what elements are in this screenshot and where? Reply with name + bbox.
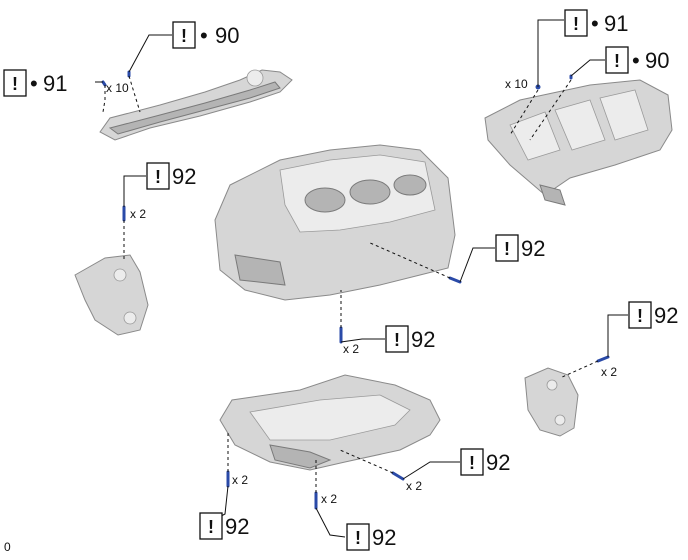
svg-text:90: 90 (645, 48, 669, 73)
svg-text:!: ! (504, 239, 510, 259)
qty-pan-left: x 2 (232, 473, 248, 487)
callout-92-left-bracket: ! 92 (146, 162, 196, 190)
callout-91-front-cover: ! • 91 (3, 69, 67, 97)
qty-block-bottom: x 2 (343, 342, 359, 356)
leader-lines (95, 19, 628, 538)
svg-text:92: 92 (411, 327, 435, 352)
front-cover-plate (99, 69, 293, 141)
svg-text:92: 92 (654, 303, 678, 328)
qty-front-cover: x 10 (106, 81, 129, 95)
crankcase-stiffener (484, 79, 673, 206)
bolt-block-side (448, 276, 462, 284)
svg-text:!: ! (181, 26, 187, 46)
svg-text:92: 92 (172, 164, 196, 189)
svg-text:•: • (200, 23, 208, 48)
bolts (101, 70, 610, 510)
svg-text:!: ! (469, 453, 475, 473)
callout-92-pan-right: ! 92 (460, 448, 510, 476)
svg-text:!: ! (12, 74, 18, 94)
callout-90-front-cover: ! • 90 (172, 21, 239, 49)
svg-text:•: • (591, 11, 599, 36)
installation-paths (102, 75, 599, 493)
qty-pan-mid: x 2 (321, 492, 337, 506)
qty-pan-right: x 2 (406, 479, 422, 493)
svg-text:91: 91 (604, 11, 628, 36)
svg-text:!: ! (573, 14, 579, 34)
bolt-pan-right (391, 471, 405, 481)
svg-text:!: ! (355, 528, 361, 548)
callout-92-block-bottom: ! 92 (385, 325, 435, 353)
svg-text:91: 91 (43, 71, 67, 96)
callout-92-block-side: ! 92 (495, 234, 545, 262)
svg-text:!: ! (637, 306, 643, 326)
callout-92-pan-left: ! 92 (199, 512, 249, 540)
qty-right-bracket: x 2 (601, 365, 617, 379)
svg-text:92: 92 (372, 525, 396, 550)
svg-text:92: 92 (521, 236, 545, 261)
svg-text:90: 90 (215, 23, 239, 48)
svg-text:!: ! (394, 330, 400, 350)
svg-text:•: • (30, 71, 38, 96)
svg-text:92: 92 (225, 514, 249, 539)
svg-text:92: 92 (486, 450, 510, 475)
callout-92-right-bracket: ! 92 (628, 301, 678, 329)
oil-pan (219, 374, 441, 471)
quantity-labels: x 10 x 10 x 2 x 2 x 2 x 2 x 2 x 2 (106, 77, 617, 506)
bolt-front-cover (101, 80, 107, 87)
right-bracket (524, 367, 579, 437)
cylinder-block (214, 144, 456, 301)
svg-text:•: • (632, 48, 640, 73)
svg-text:!: ! (155, 167, 161, 187)
callout-92-pan-mid: ! 92 (346, 523, 396, 551)
svg-text:!: ! (614, 51, 620, 71)
callout-90-stiffener: ! • 90 (605, 46, 669, 74)
qty-left-bracket: x 2 (130, 207, 146, 221)
callout-91-stiffener: ! • 91 (564, 9, 628, 37)
left-bracket (74, 254, 149, 336)
svg-text:!: ! (208, 517, 214, 537)
bolt-right-bracket (596, 355, 610, 363)
qty-stiffener: x 10 (505, 77, 528, 91)
figure-footer-label: 0 (4, 540, 11, 554)
